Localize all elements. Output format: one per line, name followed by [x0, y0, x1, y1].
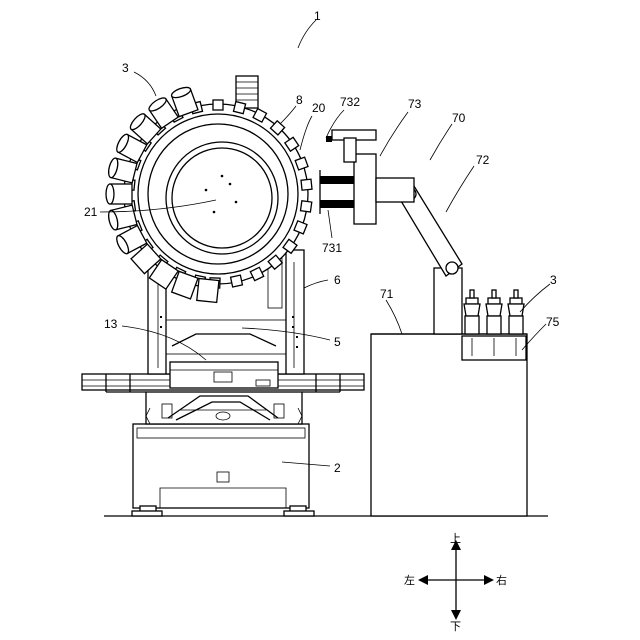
label-2: 2 [334, 461, 341, 475]
compass-left-label: 左 [404, 574, 415, 587]
label-6: 6 [334, 273, 341, 287]
label-70: 70 [452, 111, 466, 125]
arrow-left-icon [418, 575, 428, 585]
tool-stand [371, 334, 527, 516]
label-5: 5 [334, 335, 341, 349]
label-21: 21 [84, 205, 98, 219]
label-13: 13 [104, 317, 118, 331]
label-75: 75 [546, 315, 560, 329]
label-3-magazine-tool: 3 [122, 61, 129, 75]
label-73: 73 [408, 97, 422, 111]
label-8: 8 [296, 93, 303, 107]
compass-right-label: 右 [496, 573, 507, 587]
direction-compass: 上 下 左 右 [404, 532, 507, 633]
arrow-right-icon [484, 575, 494, 585]
compass-down-label: 下 [450, 620, 461, 633]
label-72: 72 [476, 153, 490, 167]
saddle-mechanism [146, 392, 302, 424]
stocked-tools [464, 290, 524, 334]
compass-up-label: 上 [450, 532, 461, 545]
label-20: 20 [312, 101, 326, 115]
label-732: 732 [340, 95, 360, 109]
label-731: 731 [322, 241, 342, 255]
machine-base [132, 424, 314, 516]
label-1: 1 [314, 9, 321, 23]
label-71: 71 [380, 287, 394, 301]
gripper-head [320, 130, 414, 224]
arrow-down-icon [451, 610, 461, 620]
label-3-stocked-tool: 3 [550, 273, 557, 287]
robot-arm [398, 186, 462, 334]
